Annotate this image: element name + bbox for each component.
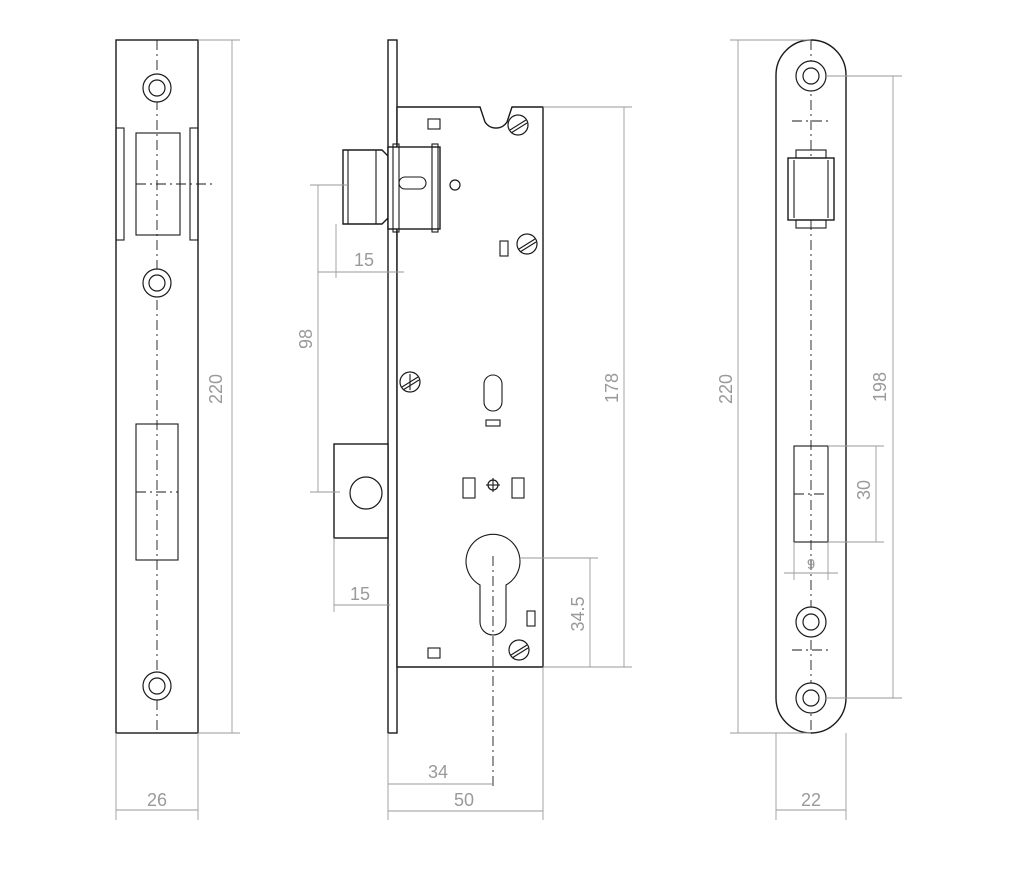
case-rivet-bottom xyxy=(427,647,441,659)
case-screw-left xyxy=(399,371,421,393)
case-height-label: 178 xyxy=(602,373,622,403)
latch-offset-label: 15 xyxy=(354,250,374,270)
backset-dimension: 34 xyxy=(387,733,493,820)
euro-cylinder-cutout xyxy=(465,533,521,636)
case-slot-upper xyxy=(499,240,509,257)
case-rivet-top xyxy=(427,118,441,130)
strike-bolt-opening xyxy=(793,445,829,543)
spindle-keyhole xyxy=(483,374,503,412)
bolt-offset-dimension: 15 xyxy=(333,538,390,612)
front-plate-screw-top xyxy=(142,73,172,103)
front-plate-latch-opening xyxy=(115,127,216,241)
backset-label: 34 xyxy=(428,762,448,782)
follower-slot-left xyxy=(462,477,476,499)
front-plate-bolt-opening xyxy=(135,423,179,561)
strike-screw-top xyxy=(795,60,827,92)
strike-bolt-width-dimension: 9 xyxy=(784,542,838,580)
dead-bolt xyxy=(333,443,389,539)
strike-width-dimension: 22 xyxy=(775,733,847,820)
strike-width-label: 22 xyxy=(801,790,821,810)
front-plate-width-label: 26 xyxy=(147,790,167,810)
latch-to-bolt-label: 98 xyxy=(296,329,316,349)
latch-offset-dimension: 15 xyxy=(318,224,404,278)
front-plate-screw-middle xyxy=(142,268,172,298)
strike-height-label: 220 xyxy=(716,374,736,404)
front-plate-height-dimension: 220 xyxy=(198,39,240,734)
cylinder-height-dimension: 34.5 xyxy=(520,557,598,668)
case-depth-label: 50 xyxy=(454,790,474,810)
strike-bolt-height-dimension: 30 xyxy=(828,445,884,543)
lock-body-side-view: 15 98 15 178 34.5 xyxy=(296,39,632,820)
follower-center-mark xyxy=(486,478,500,492)
front-plate-screw-bottom xyxy=(142,671,172,701)
strike-latch xyxy=(787,149,835,229)
follower-slot-right xyxy=(511,477,525,499)
bolt-offset-label: 15 xyxy=(350,584,370,604)
strike-height-dimension: 220 xyxy=(716,39,811,734)
strike-plate-view: 220 198 30 9 22 xyxy=(716,39,902,820)
strike-screw-bottom xyxy=(795,682,827,714)
latch-bolt xyxy=(342,143,441,233)
case-screw-middle xyxy=(516,233,538,255)
case-height-dimension: 178 xyxy=(543,106,632,668)
strike-bolt-width-label: 9 xyxy=(807,556,815,573)
case-screw-top xyxy=(507,114,529,136)
case-pin-hole xyxy=(449,179,461,191)
strike-bolt-height-label: 30 xyxy=(854,480,874,500)
strike-screw-span-label: 198 xyxy=(870,372,890,402)
front-plate-view: 220 26 xyxy=(115,39,240,820)
front-plate-height-label: 220 xyxy=(206,374,226,404)
front-plate-width-dimension: 26 xyxy=(115,733,199,820)
case-slot-keyhole xyxy=(485,419,501,427)
strike-screw-span-dimension: 198 xyxy=(826,75,902,699)
case-depth-dimension: 50 xyxy=(388,667,544,820)
cylinder-height-label: 34.5 xyxy=(568,596,588,631)
latch-to-bolt-dimension: 98 xyxy=(296,184,348,493)
case-screw-bottom xyxy=(508,639,530,661)
strike-screw-middle xyxy=(795,606,827,638)
case-slot-lower xyxy=(526,610,536,627)
